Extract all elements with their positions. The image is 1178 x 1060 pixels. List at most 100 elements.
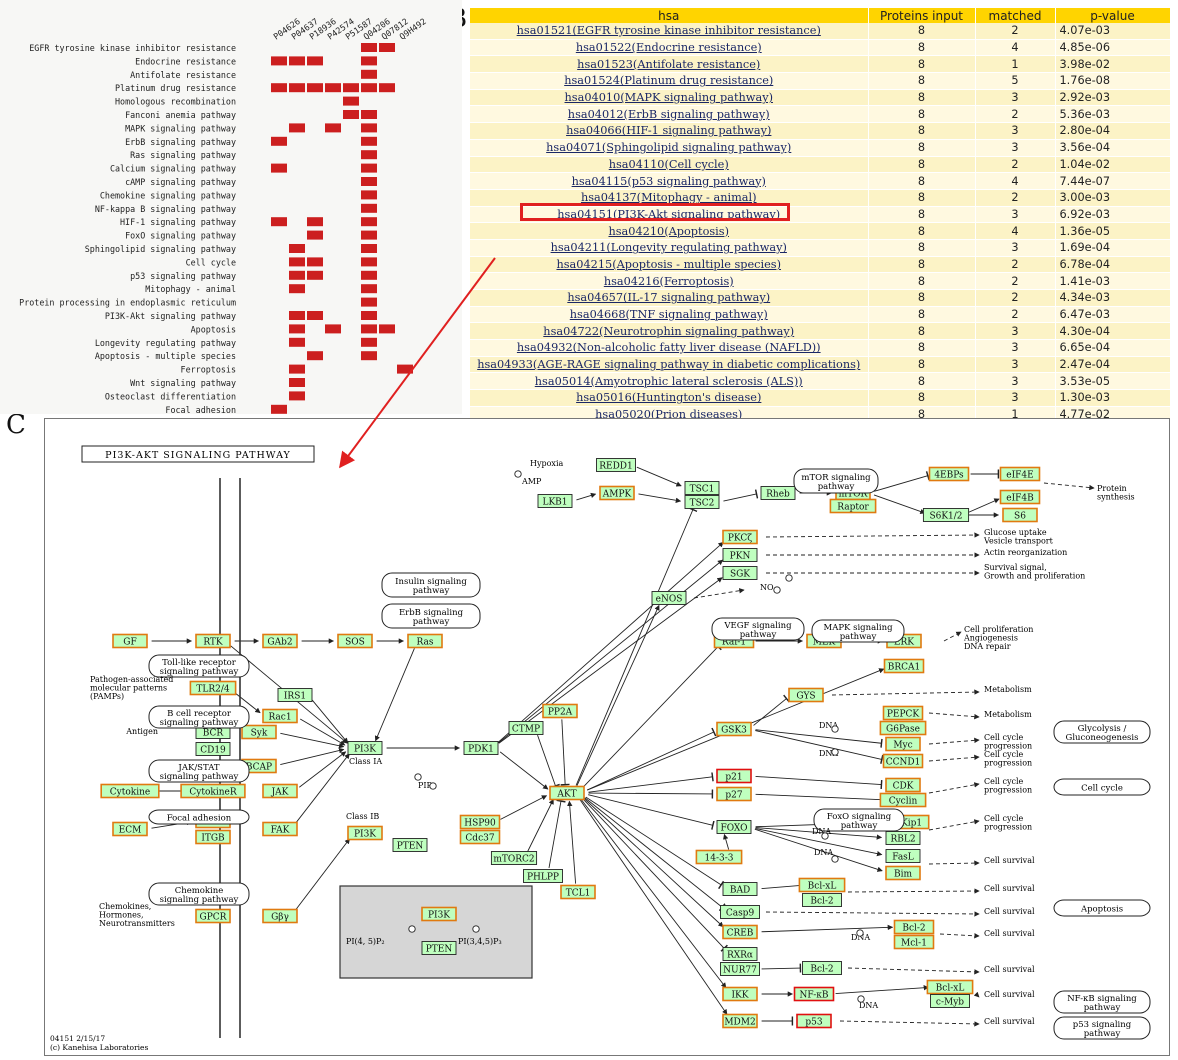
gene-node[interactable]: Bcl-xL [798,877,846,893]
pathway-link[interactable]: hsa01522(Endocrine resistance) [575,41,762,55]
gene-node[interactable]: CCND1 [882,753,924,769]
pathway-link[interactable]: hsa04657(IL-17 signaling pathway) [567,291,771,305]
gene-node[interactable]: RBL2 [885,831,921,845]
gene-node[interactable]: Ras [407,633,443,649]
pathway-link[interactable]: hsa04722(Neurotrophin signaling pathway) [543,324,795,338]
gene-node[interactable]: eNOS [651,591,687,605]
linked-pathway-box[interactable]: Apoptosis [1053,899,1151,917]
gene-node[interactable]: CTMP [508,721,544,735]
gene-node[interactable]: TLR2/4 [189,680,237,696]
pathway-link[interactable]: hsa04066(HIF-1 signaling pathway) [566,124,772,138]
gene-node[interactable]: eIF4B [999,489,1041,505]
gene-node[interactable]: IRS1 [277,688,313,702]
gene-node[interactable]: PTEN [421,941,457,955]
gene-node[interactable]: PP2A [542,703,578,719]
gene-node[interactable]: mTORC2 [490,851,538,865]
gene-node[interactable]: p21 [716,768,752,784]
gene-node[interactable]: PKCζ [722,529,758,545]
gene-node[interactable]: RXRα [722,947,758,961]
gene-node[interactable]: GYS [788,687,824,703]
gene-node[interactable]: Raptor [829,498,877,514]
pathway-link[interactable]: hsa01523(Antifolate resistance) [577,57,761,71]
gene-node[interactable]: BAD [722,882,758,896]
gene-node[interactable]: 14-3-3 [695,849,743,865]
linked-pathway-box[interactable]: Focal adhesion [148,809,250,825]
gene-node[interactable]: SGK [722,566,758,580]
gene-node[interactable]: JAK [262,783,298,799]
gene-node[interactable]: ECM [112,821,148,837]
gene-node[interactable]: MDM2 [722,1013,758,1029]
gene-node[interactable]: HSP90 [459,814,501,830]
gene-node[interactable]: S6 [1002,507,1038,523]
gene-node[interactable]: Cytokine [100,783,160,799]
gene-node[interactable]: 4EBPs [928,466,970,482]
gene-node[interactable]: Bim [885,865,921,881]
gene-node[interactable]: GSK3 [716,721,752,737]
gene-node[interactable]: Syk [241,724,277,740]
pathway-link[interactable]: hsa04215(Apoptosis - multiple species) [556,257,782,271]
gene-node[interactable]: PHLPP [523,869,563,883]
gene-node[interactable]: p27 [716,786,752,802]
pathway-link[interactable]: hsa01521(EGFR tyrosine kinase inhibitor … [516,24,821,38]
gene-node[interactable]: LKB1 [537,494,573,508]
gene-node[interactable]: CDK [885,777,921,793]
gene-node[interactable]: AKT [549,785,585,801]
gene-node[interactable]: Cdc37 [459,829,501,845]
pathway-link[interactable]: hsa04012(ErbB signaling pathway) [567,107,770,121]
gene-node[interactable]: FOXO [716,820,752,834]
linked-pathway-box[interactable]: Glycolysis /Gluconeogenesis [1053,720,1151,744]
gene-node[interactable]: p53 [796,1013,832,1029]
gene-node[interactable]: BCAP [241,758,277,774]
gene-node[interactable]: PI3K [347,741,383,755]
gene-node[interactable]: Myc [885,736,921,752]
gene-node[interactable]: TSC2 [684,495,720,509]
gene-node[interactable]: eIF4E [999,466,1041,482]
gene-node[interactable]: PDK1 [463,741,499,755]
gene-node[interactable]: PTEN [392,838,428,852]
pathway-link[interactable]: hsa04071(Sphingolipid signaling pathway) [546,141,792,155]
gene-node[interactable]: TCL1 [560,884,596,900]
gene-node[interactable]: FasL [885,849,921,863]
gene-node[interactable]: CD19 [195,742,231,756]
gene-node[interactable]: PI3K [347,825,383,841]
gene-node[interactable]: IKK [722,986,758,1002]
pathway-link[interactable]: hsa04137(Mitophagy - animal) [580,191,757,205]
pathway-link[interactable]: hsa04151(PI3K-Akt signaling pathway) [557,207,781,221]
gene-node[interactable]: PEPCK [882,705,924,721]
gene-node[interactable]: Casp9 [720,905,760,919]
gene-node[interactable]: SOS [337,633,373,649]
gene-node[interactable]: Bcl-2 [802,893,842,907]
gene-node[interactable]: REDD1 [596,458,636,472]
linked-pathway-box[interactable]: Cell cycle [1053,778,1151,796]
gene-node[interactable]: GAb2 [262,633,298,649]
pathway-link[interactable]: hsa04932(Non-alcoholic fatty liver disea… [516,341,821,355]
gene-node[interactable]: NUR77 [720,962,760,976]
gene-node[interactable]: Bcl-2 [802,961,842,975]
pathway-link[interactable]: hsa04211(Longevity regulating pathway) [550,241,787,255]
gene-node[interactable]: Cyclin [879,792,927,808]
gene-node[interactable]: NF-κB [793,986,835,1002]
gene-node[interactable]: PI3K [421,906,457,922]
pathway-link[interactable]: hsa05016(Huntington's disease) [576,391,762,405]
gene-node[interactable]: AMPK [599,485,635,501]
gene-node[interactable]: S6K1/2 [922,508,970,522]
gene-node[interactable]: CytokineR [180,783,246,799]
pathway-link[interactable]: hsa05014(Amyotrophic lateral sclerosis (… [534,374,803,388]
gene-node[interactable]: GPCR [195,908,231,924]
pathway-link[interactable]: hsa04210(Apoptosis) [608,224,730,238]
gene-node[interactable]: BRCA1 [883,658,925,674]
pathway-link[interactable]: hsa04110(Cell cycle) [608,157,729,171]
gene-node[interactable]: FAK [262,821,298,837]
pathway-link[interactable]: hsa04115(p53 signaling pathway) [571,174,766,188]
pathway-link[interactable]: hsa04010(MAPK signaling pathway) [564,91,773,105]
